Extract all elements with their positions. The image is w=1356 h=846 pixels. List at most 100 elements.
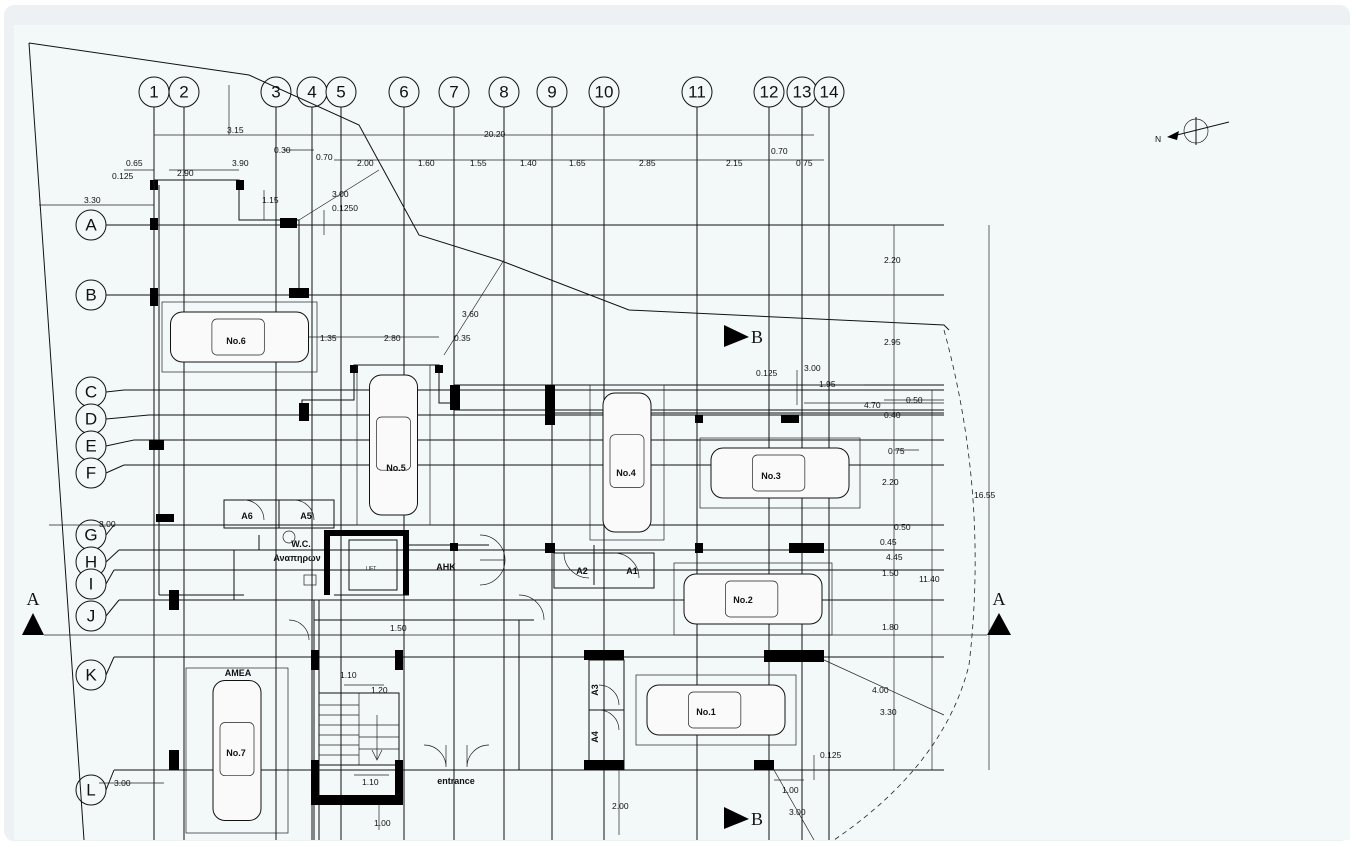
grid-bubble-col-5: 5 xyxy=(325,76,357,108)
dim-200: 2.00 xyxy=(357,158,374,168)
grid-bubble-row-L: L xyxy=(75,769,115,806)
grid-bubble-row-K: K xyxy=(75,656,115,691)
dim-065: 0.65 xyxy=(126,158,143,168)
svg-text:14: 14 xyxy=(820,83,839,102)
parking-space-2 xyxy=(673,562,833,636)
dim-030: 0.30 xyxy=(274,145,291,155)
dim-01250: 0.1250 xyxy=(332,203,358,213)
dim-360: 3.60 xyxy=(462,309,479,319)
dim-r-220a: 2.20 xyxy=(884,255,901,265)
grid-bubble-row-J: J xyxy=(75,599,120,632)
dim-070: 0.70 xyxy=(316,152,333,162)
grid-bubble-col-11: 11 xyxy=(681,76,713,108)
dim-r-150: 1.50 xyxy=(882,568,899,578)
dim-r-075: 0.75 xyxy=(888,446,905,456)
north-arrow-icon: N xyxy=(1155,117,1230,145)
svg-text:4: 4 xyxy=(307,83,316,102)
grid-bubble-col-6: 6 xyxy=(388,76,420,108)
section-marker-b-bottom: B xyxy=(724,807,763,829)
grid-bubble-col-12: 12 xyxy=(753,76,785,108)
storage-a3-label: A3 xyxy=(590,684,600,696)
dim-330-left: 3.30 xyxy=(84,195,101,205)
grid-bubble-col-9: 9 xyxy=(536,76,568,108)
entrance-label: entrance xyxy=(437,776,475,786)
dim-100a: 1.00 xyxy=(374,818,391,828)
doors xyxy=(243,499,640,768)
property-boundary-curve xyxy=(833,329,976,840)
dim-total: 20.20 xyxy=(484,129,506,139)
svg-text:D: D xyxy=(85,410,97,429)
dim-290: 2.90 xyxy=(177,168,194,178)
dim-280: 2.80 xyxy=(384,333,401,343)
storage-a4-label: A4 xyxy=(590,731,600,743)
dim-075: 0.75 xyxy=(796,158,813,168)
svg-text:11: 11 xyxy=(688,83,706,102)
grid-bubble-col-10: 10 xyxy=(588,76,620,108)
svg-text:A: A xyxy=(85,216,97,235)
structural-columns xyxy=(149,180,824,805)
dim-140: 1.40 xyxy=(520,158,537,168)
section-marker-a-left: A xyxy=(22,589,44,635)
svg-text:B: B xyxy=(751,809,763,829)
amea-label: AMEA xyxy=(225,668,252,678)
dim-0125: 0.125 xyxy=(112,171,134,181)
dim-200-bottom: 2.00 xyxy=(612,801,629,811)
property-boundary-top xyxy=(28,42,950,331)
dim-150-mid: 1.50 xyxy=(390,623,407,633)
car-icon xyxy=(369,374,418,516)
grid-bubble-col-4: 4 xyxy=(296,76,328,108)
car-label-5: No.5 xyxy=(386,463,406,473)
dim-r-295: 2.95 xyxy=(884,337,901,347)
dim-r-195: 1.95 xyxy=(819,379,836,389)
dim-070b: 0.70 xyxy=(771,146,788,156)
dim-300g: 3.00 xyxy=(99,519,116,529)
grid-bubble-row-A: A xyxy=(75,209,152,241)
car-icon xyxy=(170,311,309,363)
dim-r-445: 4.45 xyxy=(886,552,903,562)
parking-space-5 xyxy=(356,364,431,526)
dim-300-L: 3.00 xyxy=(114,778,131,788)
car-label-1: No.1 xyxy=(696,707,716,717)
section-marker-a-right: A xyxy=(987,589,1011,635)
ahk-label: AHK xyxy=(436,562,456,572)
dim-390: 3.90 xyxy=(232,158,249,168)
grid-bubble-col-14: 14 xyxy=(813,76,845,108)
svg-text:1: 1 xyxy=(149,83,158,102)
wc-label-greek: Αναπηρων xyxy=(273,553,320,563)
dim-300a: 3.00 xyxy=(332,189,349,199)
svg-text:C: C xyxy=(85,383,97,402)
parking-space-4 xyxy=(589,384,665,541)
car-label-2: No.2 xyxy=(733,595,753,605)
car-label-3: No.3 xyxy=(761,471,781,481)
dim-110b: 1.10 xyxy=(362,777,379,787)
svg-text:5: 5 xyxy=(336,83,345,102)
svg-text:L: L xyxy=(86,781,95,800)
svg-text:B: B xyxy=(751,327,763,347)
dim-215: 2.15 xyxy=(726,158,743,168)
car-icon xyxy=(602,392,652,533)
dim-155: 1.55 xyxy=(470,158,487,168)
dim-160: 1.60 xyxy=(418,158,435,168)
grid-bubble-row-F: F xyxy=(75,457,125,489)
svg-text:2: 2 xyxy=(179,83,188,102)
property-boundary xyxy=(28,42,85,840)
grid-bubble-col-7: 7 xyxy=(438,76,470,108)
svg-text:I: I xyxy=(89,575,94,594)
svg-text:10: 10 xyxy=(595,83,614,102)
dim-r-050b: 0.50 xyxy=(894,522,911,532)
dim-300b: 3.00 xyxy=(789,807,806,817)
svg-text:N: N xyxy=(1155,134,1161,144)
dim-035: 0.35 xyxy=(454,333,471,343)
parking-space-6 xyxy=(161,301,318,373)
grid-bubble-row-G: G xyxy=(75,519,115,551)
dim-r-050a: 0.50 xyxy=(906,395,923,405)
grid-bubble-col-8: 8 xyxy=(488,76,520,108)
svg-text:J: J xyxy=(87,607,96,626)
dim-120: 1.20 xyxy=(371,685,388,695)
dim-r-300: 3.00 xyxy=(804,363,821,373)
svg-text:6: 6 xyxy=(399,83,408,102)
car-label-6: No.6 xyxy=(226,336,246,346)
grid-bubble-row-D: D xyxy=(75,403,150,435)
